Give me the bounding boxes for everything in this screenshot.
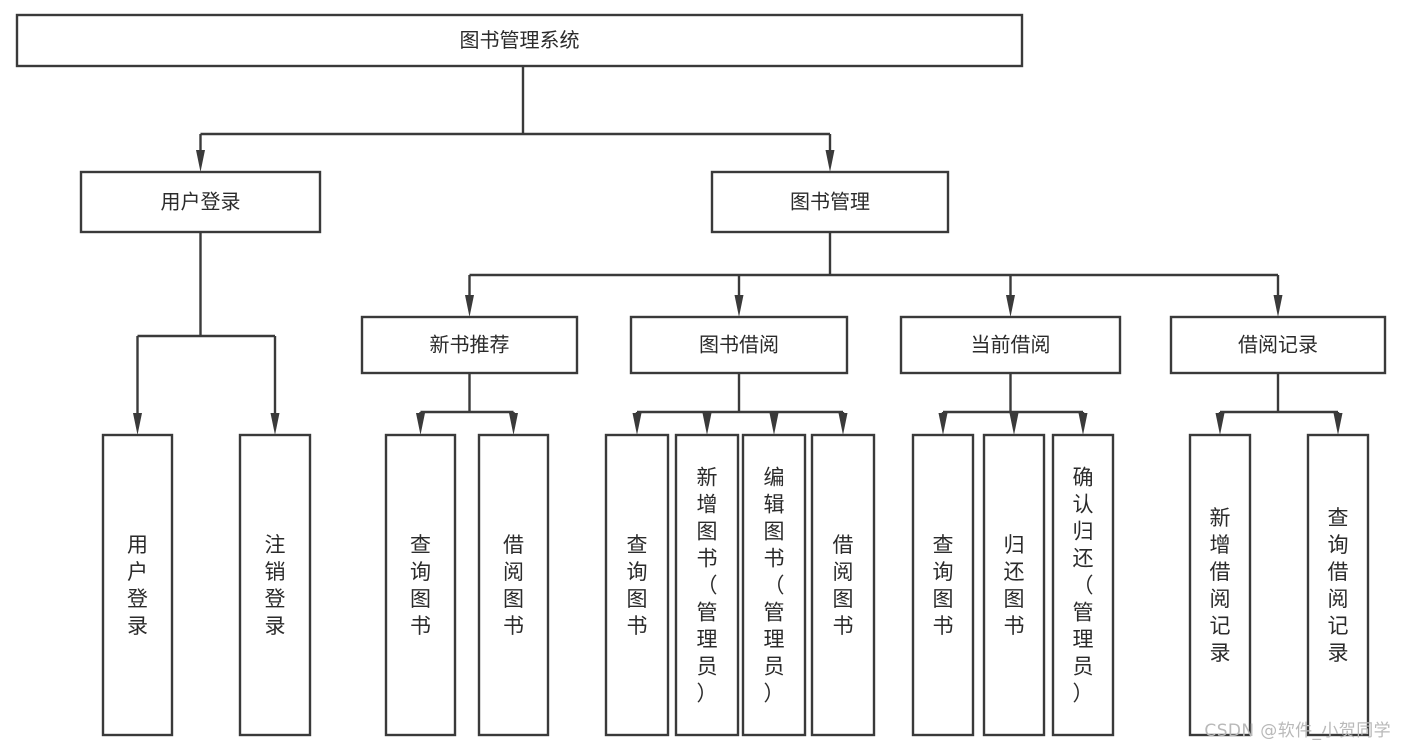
new-book-rec-arrow-1 <box>509 413 518 435</box>
node-label-leaf-logout: 注销登录 <box>265 533 286 638</box>
node-leaf-cur-query-book[interactable]: 查询图书 <box>911 433 975 737</box>
node-label-leaf-rec-borrow-book: 借阅图书 <box>503 533 524 638</box>
node-box-leaf-edit-book-admin[interactable] <box>741 433 807 737</box>
node-current-borrow[interactable]: 当前借阅 <box>899 315 1122 375</box>
node-box-user-login[interactable] <box>79 170 322 234</box>
node-label-root: 图书管理系统 <box>460 28 580 52</box>
node-book-manage[interactable]: 图书管理 <box>710 170 950 234</box>
node-label-leaf-rec-query-book: 查询图书 <box>410 533 431 638</box>
node-label-leaf-cur-query-book: 查询图书 <box>933 533 954 638</box>
connector-layer <box>133 66 1343 435</box>
node-label-leaf-query-record: 查询借阅记录 <box>1328 506 1349 665</box>
node-leaf-add-book-admin[interactable]: 新增图书（管理员） <box>674 433 740 737</box>
node-leaf-add-record[interactable]: 新增借阅记录 <box>1188 433 1252 737</box>
book-borrow-arrow-3 <box>838 413 848 435</box>
node-label-leaf-edit-book-admin: 编辑图书（管理员） <box>764 466 785 706</box>
node-user-login[interactable]: 用户登录 <box>79 170 322 234</box>
node-leaf-user-login[interactable]: 用户登录 <box>101 433 174 737</box>
book-manage-arrow-1 <box>734 295 744 317</box>
node-leaf-edit-book-admin[interactable]: 编辑图书（管理员） <box>741 433 807 737</box>
current-borrow-arrow-1 <box>1009 413 1019 435</box>
node-box-leaf-rec-query-book[interactable] <box>384 433 457 737</box>
node-box-root[interactable] <box>15 13 1024 68</box>
user-login-arrow-0 <box>133 413 142 435</box>
node-leaf-borrow-query-book[interactable]: 查询图书 <box>604 433 670 737</box>
root-arrow-1 <box>825 150 835 172</box>
node-box-leaf-rec-borrow-book[interactable] <box>477 433 550 737</box>
node-box-leaf-add-record[interactable] <box>1188 433 1252 737</box>
node-leaf-query-record[interactable]: 查询借阅记录 <box>1306 433 1370 737</box>
root-arrow-0 <box>196 150 205 172</box>
node-leaf-rec-borrow-book[interactable]: 借阅图书 <box>477 433 550 737</box>
new-book-rec-arrow-0 <box>416 413 425 435</box>
current-borrow-arrow-2 <box>1078 413 1088 435</box>
node-label-leaf-add-book-admin: 新增图书（管理员） <box>697 466 718 706</box>
borrow-record-arrow-0 <box>1215 413 1225 435</box>
node-label-book-manage: 图书管理 <box>790 190 870 214</box>
node-box-borrow-record[interactable] <box>1169 315 1387 375</box>
node-root[interactable]: 图书管理系统 <box>15 13 1024 68</box>
node-label-book-borrow: 图书借阅 <box>699 333 779 357</box>
node-box-book-manage[interactable] <box>710 170 950 234</box>
book-manage-arrow-0 <box>465 295 474 317</box>
book-manage-arrow-2 <box>1006 295 1015 317</box>
node-leaf-borrow-book[interactable]: 借阅图书 <box>810 433 876 737</box>
node-leaf-return-book[interactable]: 归还图书 <box>982 433 1046 737</box>
node-label-leaf-return-book: 归还图书 <box>1004 533 1025 638</box>
node-box-book-borrow[interactable] <box>629 315 849 375</box>
node-box-new-book-rec[interactable] <box>360 315 579 375</box>
node-borrow-record[interactable]: 借阅记录 <box>1169 315 1387 375</box>
node-box-leaf-query-record[interactable] <box>1306 433 1370 737</box>
current-borrow-arrow-0 <box>938 413 948 435</box>
node-layer: 图书管理系统用户登录图书管理新书推荐图书借阅当前借阅借阅记录用户登录注销登录查询… <box>15 13 1387 737</box>
node-box-leaf-return-book[interactable] <box>982 433 1046 737</box>
node-label-leaf-add-record: 新增借阅记录 <box>1210 506 1231 665</box>
node-box-leaf-confirm-return-admin[interactable] <box>1051 433 1115 737</box>
node-box-leaf-borrow-query-book[interactable] <box>604 433 670 737</box>
node-box-leaf-logout[interactable] <box>238 433 312 737</box>
node-box-leaf-borrow-book[interactable] <box>810 433 876 737</box>
node-label-new-book-rec: 新书推荐 <box>430 333 510 357</box>
node-new-book-rec[interactable]: 新书推荐 <box>360 315 579 375</box>
node-box-leaf-cur-query-book[interactable] <box>911 433 975 737</box>
node-label-leaf-user-login: 用户登录 <box>127 533 148 638</box>
book-borrow-arrow-2 <box>769 413 779 435</box>
user-login-arrow-1 <box>270 413 280 435</box>
node-label-leaf-borrow-book: 借阅图书 <box>833 533 854 638</box>
borrow-record-arrow-1 <box>1333 413 1343 435</box>
node-leaf-rec-query-book[interactable]: 查询图书 <box>384 433 457 737</box>
node-label-leaf-borrow-query-book: 查询图书 <box>627 533 648 638</box>
book-borrow-arrow-0 <box>632 413 642 435</box>
node-box-current-borrow[interactable] <box>899 315 1122 375</box>
book-borrow-arrow-1 <box>702 413 712 435</box>
node-box-leaf-user-login[interactable] <box>101 433 174 737</box>
csdn-watermark: CSDN @软件_小贺同学 <box>1204 721 1391 741</box>
node-book-borrow[interactable]: 图书借阅 <box>629 315 849 375</box>
node-label-current-borrow: 当前借阅 <box>971 333 1051 357</box>
node-leaf-logout[interactable]: 注销登录 <box>238 433 312 737</box>
node-box-leaf-add-book-admin[interactable] <box>674 433 740 737</box>
node-label-user-login: 用户登录 <box>161 190 241 214</box>
node-leaf-confirm-return-admin[interactable]: 确认归还（管理员） <box>1051 433 1115 737</box>
node-label-leaf-confirm-return-admin: 确认归还（管理员） <box>1073 466 1094 706</box>
node-label-borrow-record: 借阅记录 <box>1238 333 1318 357</box>
book-manage-arrow-3 <box>1273 295 1283 317</box>
